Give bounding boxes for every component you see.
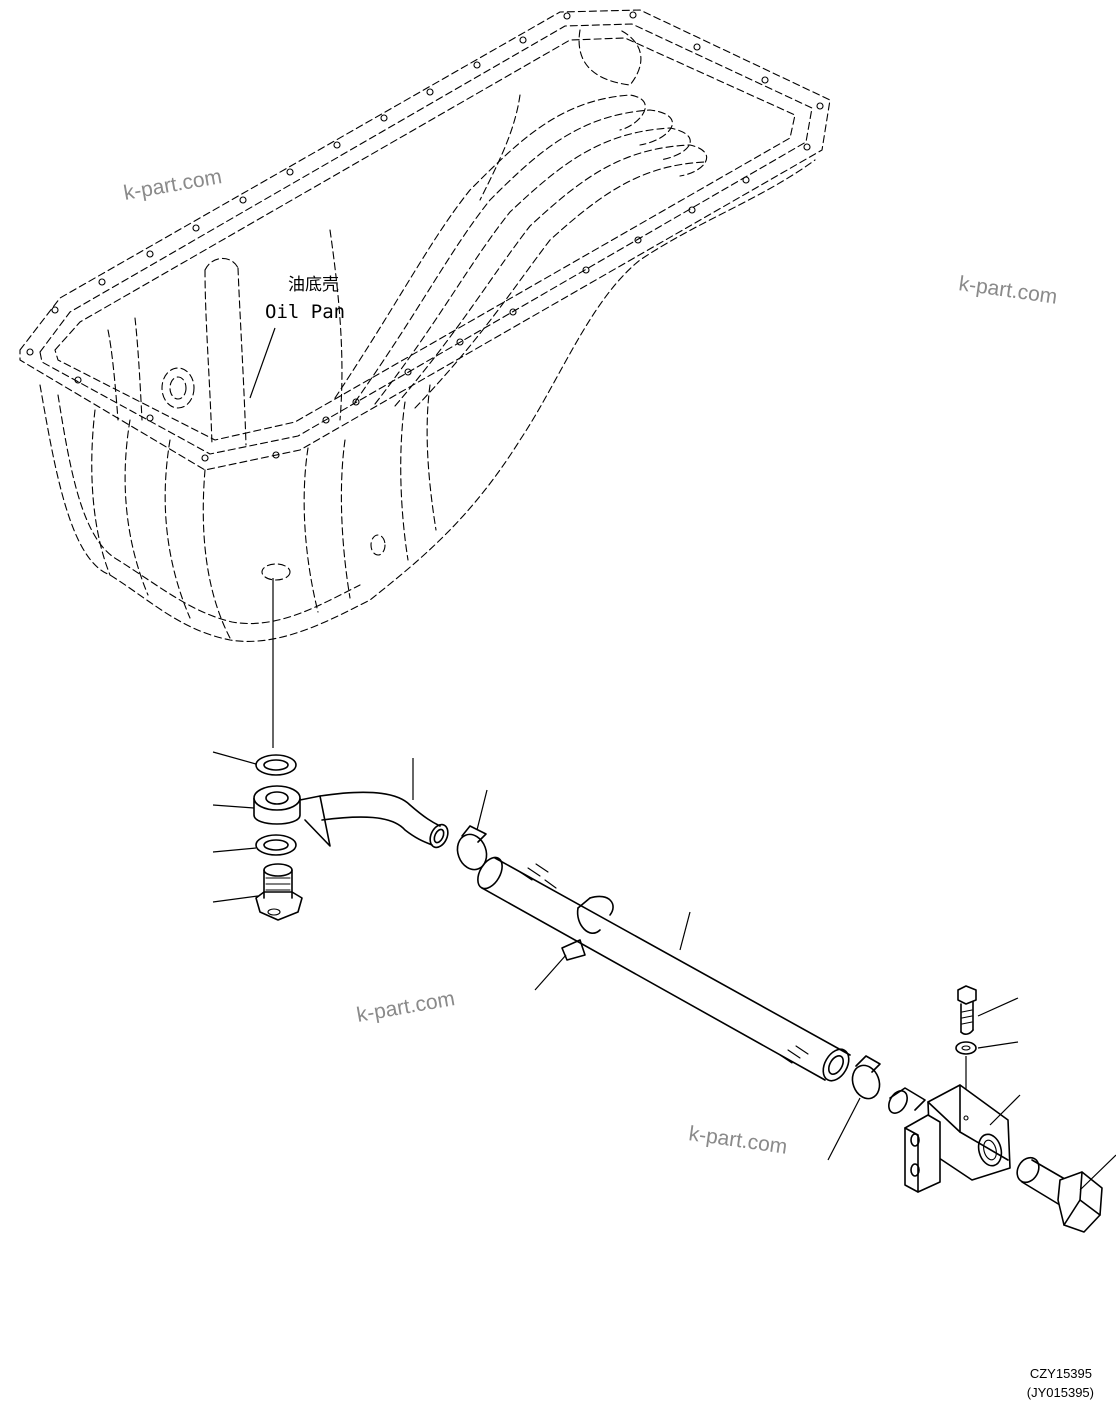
leader-clamp-lower xyxy=(827,1097,861,1161)
oil-pan-label-cn: 油底壳 xyxy=(288,275,339,295)
watermark-3: k-part.com xyxy=(355,987,457,1027)
oil-pan-outline xyxy=(19,9,831,642)
leader-banjo-bolt xyxy=(212,895,259,903)
oil-pan-label-en: Oil Pan xyxy=(265,301,345,323)
watermark-1: k-part.com xyxy=(122,165,224,205)
leader-washer-top xyxy=(212,751,257,765)
hose-clamp-lower xyxy=(851,1055,881,1100)
leader-connector-block xyxy=(989,1094,1021,1126)
leader-lock-washer xyxy=(977,1041,1019,1049)
leader-hose xyxy=(679,911,691,951)
leader-hex-plug xyxy=(1079,1154,1116,1191)
flange-bolt-holes xyxy=(26,11,824,462)
watermarks: k-part.com k-part.com k-part.com k-part.… xyxy=(122,165,1059,1159)
washer-bottom xyxy=(255,834,297,856)
banjo-bolt xyxy=(255,863,303,921)
leader-washer-bottom xyxy=(212,847,257,853)
hose-clamp-upper xyxy=(456,825,488,871)
banjo-pipe-assembly xyxy=(253,785,449,849)
connector-block xyxy=(888,1084,1011,1193)
watermark-4: k-part.com xyxy=(687,1122,788,1159)
lock-washer xyxy=(955,1041,977,1055)
oil-pan-leader xyxy=(249,327,276,399)
washer-top xyxy=(255,754,297,776)
leader-banjo xyxy=(212,804,255,809)
rubber-hose xyxy=(477,856,851,1082)
hose-band xyxy=(561,895,614,961)
watermark-2: k-part.com xyxy=(957,272,1058,309)
bracket-bolt xyxy=(957,985,977,1035)
leader-bracket-bolt xyxy=(977,997,1019,1017)
leader-band xyxy=(534,954,567,991)
leader-clamp-upper xyxy=(476,789,488,831)
drawing-code-alt: (JY015395) xyxy=(1027,1385,1094,1400)
hex-plug xyxy=(1016,1156,1103,1233)
drawing-code: CZY15395 xyxy=(1030,1366,1092,1381)
